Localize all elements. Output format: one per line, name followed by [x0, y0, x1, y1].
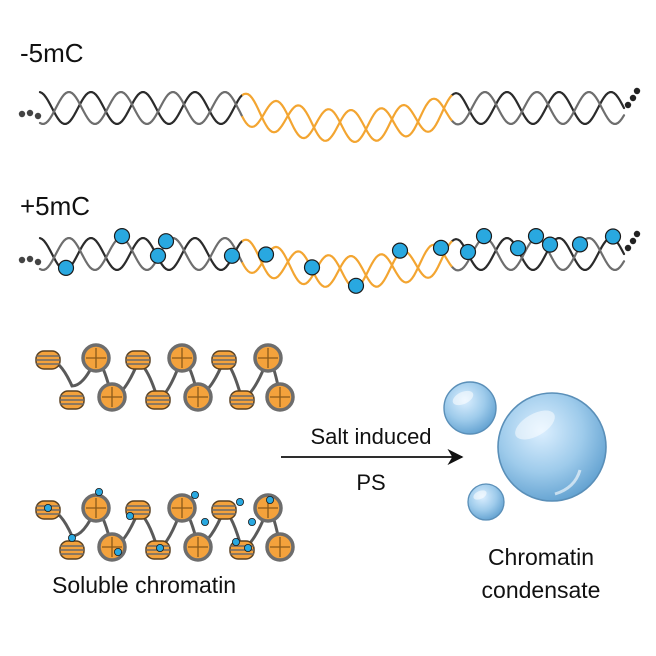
arrow-label-bottom: PS	[356, 470, 385, 495]
droplet-icon	[497, 392, 607, 502]
nucleosome-icon	[97, 382, 127, 412]
methyl-circle-icon	[231, 538, 240, 547]
dna-helix-methylated	[18, 228, 641, 294]
methyl-circle-icon	[235, 497, 244, 506]
nucleosome-icon	[211, 500, 237, 520]
methyl-circle-icon	[114, 548, 123, 557]
label-methylated: +5mC	[20, 191, 90, 221]
dna-strand-a	[38, 237, 626, 271]
methyl-circle-icon	[223, 247, 241, 264]
methyl-circle-icon	[149, 247, 167, 264]
dna-highlight-strand-b	[241, 97, 453, 144]
methyl-circle-icon	[347, 277, 365, 294]
methyl-circle-icon	[126, 512, 135, 521]
label-condensate-line1: Chromatin	[488, 544, 594, 570]
methyl-circle-icon	[68, 534, 77, 543]
droplet-icon	[467, 483, 505, 521]
nucleosome-icon	[265, 532, 295, 562]
dna-helix-unmethylated	[18, 87, 641, 144]
methyl-circle-icon	[459, 243, 477, 261]
nucleosome-icon	[125, 350, 151, 370]
methyl-circle-icon	[509, 240, 527, 257]
dna-end-dots-right	[624, 230, 641, 252]
nucleosome-icon	[253, 493, 283, 523]
methyl-circle-icon	[432, 239, 450, 256]
label-unmethylated: -5mC	[20, 38, 84, 68]
methyl-circle-icon	[155, 544, 164, 553]
nucleosome-icon	[97, 532, 127, 562]
dna-highlight-strand-b	[241, 243, 453, 290]
methyl-circle-icon	[571, 236, 589, 253]
methyl-marks	[57, 228, 622, 294]
methyl-circle-icon	[113, 228, 131, 245]
dna-end-dots-right	[624, 87, 641, 109]
dna-strand-a	[38, 91, 626, 125]
label-soluble-chromatin: Soluble chromatin	[52, 572, 236, 598]
nucleosome-icon	[183, 382, 213, 412]
nucleosome-icon	[59, 540, 85, 560]
nucleosome-icon	[265, 382, 295, 412]
nucleosome-icon	[145, 390, 171, 410]
arrow-label-top: Salt induced	[310, 424, 431, 449]
dna-highlight-strand-a	[241, 92, 453, 142]
methyl-circle-icon	[257, 246, 275, 263]
nucleosome-icon	[167, 493, 197, 523]
methyl-circle-icon	[95, 487, 104, 496]
nucleosome-icon	[183, 532, 213, 562]
methyl-circle-icon	[57, 259, 75, 276]
methyl-circle-icon	[527, 228, 545, 245]
nucleosome-icon	[59, 390, 85, 410]
dna-strand-b	[38, 91, 626, 126]
nucleosome-icon	[229, 390, 255, 410]
chromatin-fiber-methylated	[35, 487, 295, 562]
methyl-circle-icon	[265, 495, 274, 504]
methyl-circle-icon	[190, 490, 199, 499]
chromatin-condensate-droplets	[443, 381, 607, 521]
nucleosome-icon	[211, 350, 237, 370]
methyl-circle-icon	[243, 544, 252, 553]
dna-end-dots-left	[18, 109, 42, 120]
methyl-circle-icon	[604, 228, 622, 245]
label-condensate-line2: condensate	[482, 577, 601, 603]
methyl-circle-icon	[303, 259, 321, 276]
nucleosome-icon	[81, 343, 111, 373]
methyl-circle-icon	[44, 503, 53, 512]
chromatin-fiber-unmethylated	[35, 343, 295, 412]
methyl-circle-icon	[247, 518, 256, 527]
nucleosome-icon	[35, 350, 61, 370]
dna-end-dots-left	[18, 255, 42, 266]
methyl-circle-icon	[157, 233, 175, 250]
nucleosome-icon	[81, 493, 111, 523]
methyl-circle-icon	[475, 228, 493, 245]
methyl-circle-icon	[391, 242, 409, 259]
dna-highlight-strand-a	[241, 238, 453, 288]
nucleosome-icon	[167, 343, 197, 373]
nucleosome-icon	[253, 343, 283, 373]
methyl-circle-icon	[200, 518, 209, 527]
methyl-circle-icon	[541, 236, 559, 253]
droplet-icon	[443, 381, 497, 435]
